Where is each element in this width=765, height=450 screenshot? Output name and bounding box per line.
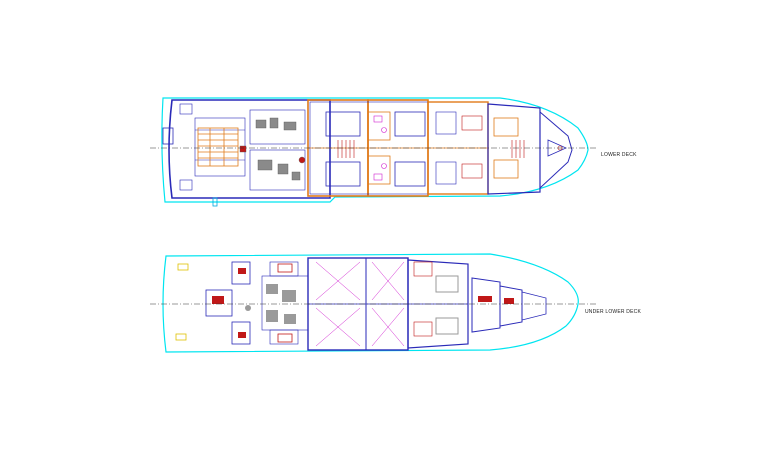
lower-deck-plan xyxy=(150,97,598,207)
forward-tanks xyxy=(407,259,547,349)
lower-deck-aft-structure xyxy=(168,99,331,199)
lower-deck-label: LOWER DECK xyxy=(601,152,637,158)
swim-platform-step xyxy=(162,127,174,145)
aft-furniture xyxy=(197,127,239,167)
aft-fixtures xyxy=(239,117,306,181)
lower-deck-hull-outline xyxy=(161,97,589,203)
forward-stairs xyxy=(511,140,525,158)
aft-machinery-area xyxy=(179,103,306,191)
aft-stores xyxy=(175,261,309,345)
under-lower-deck-label: UNDER LOWER DECK xyxy=(585,309,641,315)
aft-store-fixtures xyxy=(212,263,296,343)
transom-ladder xyxy=(212,197,218,207)
midship-stairs xyxy=(337,140,355,158)
under-lower-deck-plan xyxy=(150,253,596,353)
midship-bathroom-fixtures xyxy=(373,115,387,181)
under-lower-deck-hull-outline xyxy=(162,253,579,353)
